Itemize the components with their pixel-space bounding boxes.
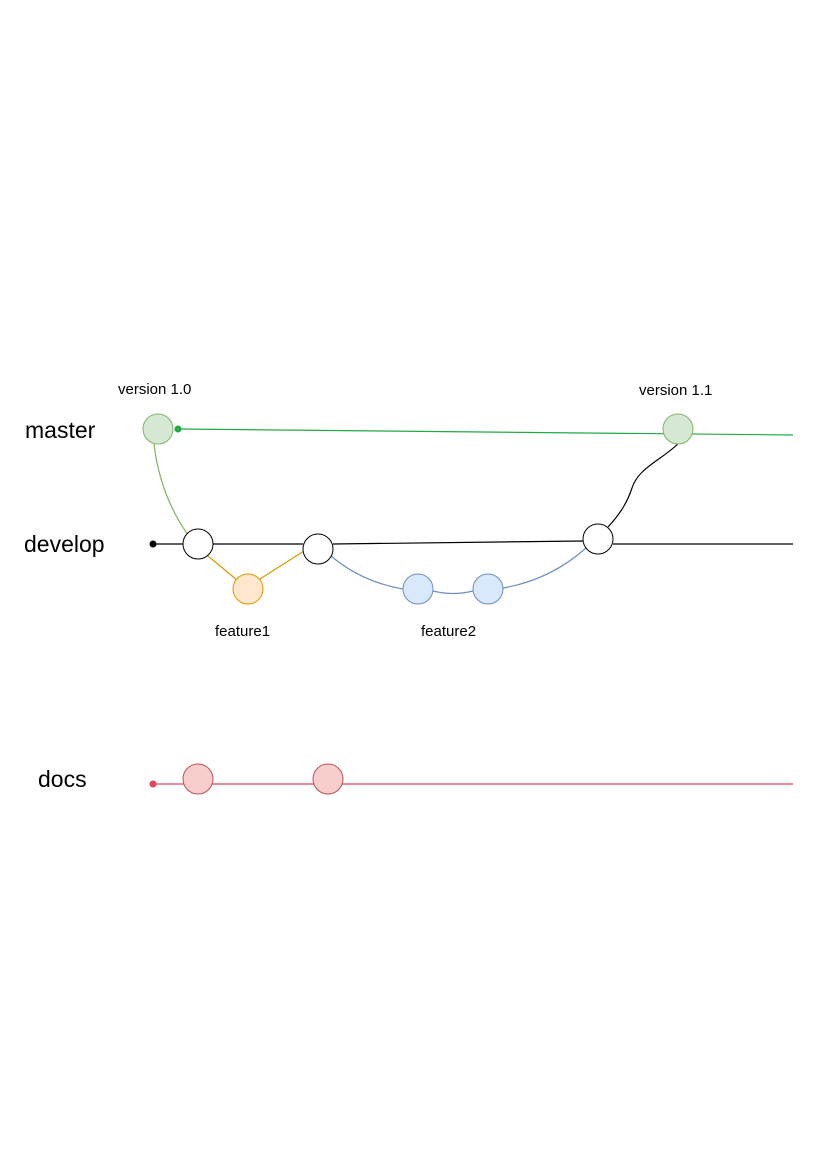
feature1-commit: [232, 573, 264, 605]
feature2-mid-link: [432, 590, 474, 595]
develop-branch-line-segment-3: [332, 540, 584, 545]
feature2-merge-in: [502, 547, 587, 589]
develop-branch-label: develop: [24, 531, 105, 557]
feature2-commit-2: [472, 573, 504, 605]
feature2-commit-1: [402, 573, 434, 605]
master-to-develop-connector: [153, 443, 189, 536]
master-commit-version-1-1: [662, 413, 694, 445]
master-branch-line: [177, 428, 794, 436]
develop-to-master-release-connector: [607, 441, 681, 528]
feature2-branch-label: feature2: [421, 623, 476, 640]
develop-commit-2: [302, 533, 334, 565]
docs-commit-1: [182, 763, 214, 795]
develop-commit-1: [182, 528, 214, 560]
master-commit-version-1-0: [142, 413, 174, 445]
feature1-branch-label: feature1: [215, 623, 270, 640]
master-head-dot: [174, 425, 182, 433]
feature2-branch-out: [330, 555, 404, 590]
version-1-0-tag-label: version 1.0: [118, 381, 191, 398]
docs-commit-2: [312, 763, 344, 795]
develop-start-dot: [149, 540, 157, 548]
docs-start-dot: [149, 780, 157, 788]
docs-branch-label: docs: [38, 766, 87, 792]
develop-commit-3: [582, 523, 614, 555]
feature1-merge-in: [259, 550, 305, 580]
master-branch-label: master: [25, 417, 96, 443]
feature1-branch-out: [207, 555, 238, 581]
version-1-1-tag-label: version 1.1: [639, 382, 712, 399]
